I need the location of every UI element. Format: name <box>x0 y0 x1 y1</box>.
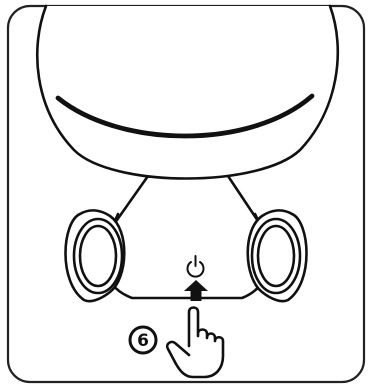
device-head <box>37 6 338 179</box>
device-torso <box>105 214 268 298</box>
right-ear-cup <box>248 210 307 301</box>
left-ear-cup <box>66 210 125 301</box>
step-number-text: 6 <box>137 331 149 351</box>
